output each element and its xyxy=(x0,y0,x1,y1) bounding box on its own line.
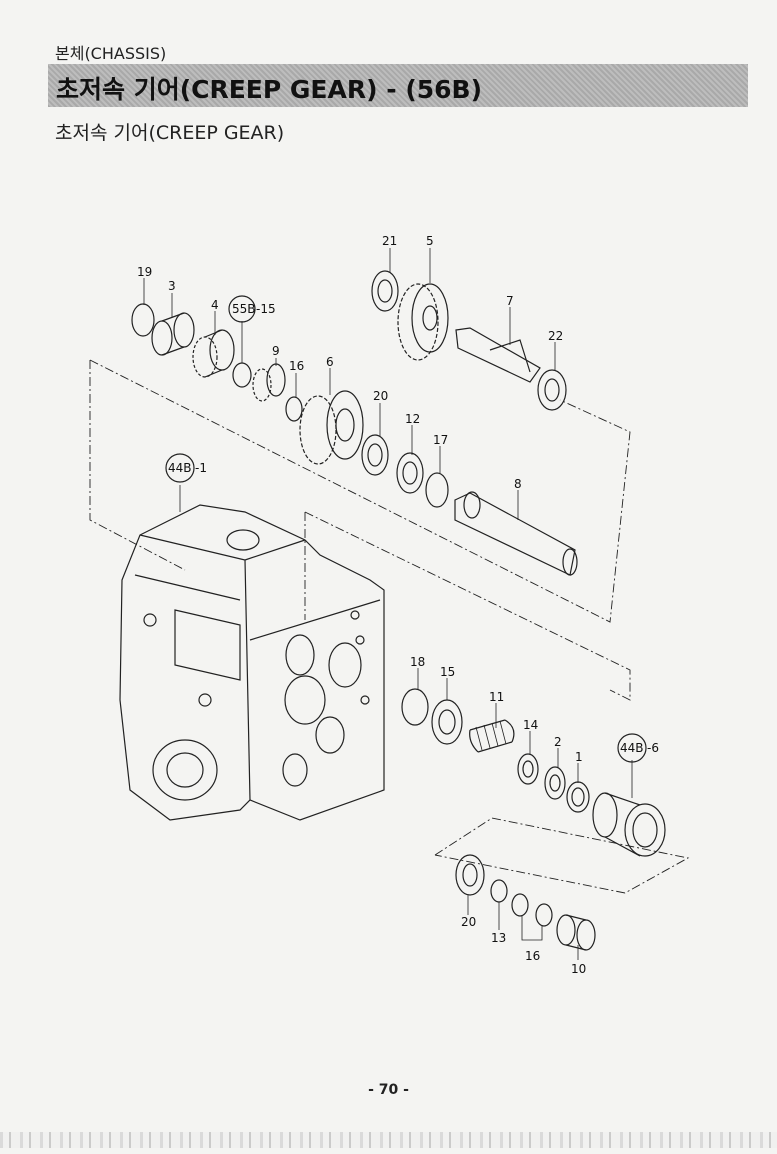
scan-artifact-strip xyxy=(0,1132,777,1148)
washer-55b-15 xyxy=(232,362,252,388)
callout-14: 14 xyxy=(523,718,538,732)
callout-44b-6-circle: 44B xyxy=(620,741,644,755)
snap-ring-16-lower-a xyxy=(511,893,529,917)
bearing-15 xyxy=(431,699,463,745)
callout-44b-6-suffix: -6 xyxy=(647,741,659,755)
page-title: 초저속 기어(CREEP GEAR) - (56B) xyxy=(56,75,483,104)
callout-44b-1-suffix: -1 xyxy=(195,461,207,475)
snap-ring-19 xyxy=(131,303,155,337)
gear-6 xyxy=(299,390,364,465)
bearing-21 xyxy=(371,270,399,312)
ref-55b-circle xyxy=(228,295,256,323)
callout-11: 11 xyxy=(489,690,504,704)
bearing-22 xyxy=(537,369,567,411)
plate-2 xyxy=(544,766,566,800)
callout-4: 4 xyxy=(211,298,219,312)
snap-ring-18 xyxy=(401,688,429,726)
callout-12: 12 xyxy=(405,412,420,426)
callout-13: 13 xyxy=(491,931,506,945)
assembly-guide-lines xyxy=(89,359,690,894)
bearing-20-upper xyxy=(361,434,389,476)
callout-17: 17 xyxy=(433,433,448,447)
snap-ring-16-lower-b xyxy=(535,903,553,927)
leader-lines xyxy=(143,248,633,960)
callout-44b-1-circle: 44B xyxy=(168,461,192,475)
washer-14 xyxy=(517,753,539,785)
ref-44b-1-circle xyxy=(165,453,195,483)
gear-5 xyxy=(397,283,449,361)
section-label: 본체(CHASSIS) xyxy=(55,44,167,63)
callout-5: 5 xyxy=(426,234,434,248)
shaft-7 xyxy=(455,327,541,383)
callout-21: 21 xyxy=(382,234,397,248)
shaft-8 xyxy=(454,491,578,576)
snap-ring-16-upper xyxy=(285,396,303,422)
gear-4 xyxy=(192,329,235,378)
bushing-10 xyxy=(556,914,596,951)
bearing-12 xyxy=(396,452,424,494)
callout-1: 1 xyxy=(575,750,583,764)
callout-16-lower: 16 xyxy=(525,949,540,963)
callout-6: 6 xyxy=(326,355,334,369)
callout-20-lower: 20 xyxy=(461,915,476,929)
title-banner: 초저속 기어(CREEP GEAR) - (56B) xyxy=(48,64,748,107)
snap-ring-17 xyxy=(425,472,449,508)
callout-10: 10 xyxy=(571,962,586,976)
bearing-20-lower xyxy=(455,854,485,896)
ref-44b-6-circle xyxy=(617,733,647,763)
callout-7: 7 xyxy=(506,294,514,308)
callout-2: 2 xyxy=(554,735,562,749)
needle-bearing-3 xyxy=(151,312,195,356)
callout-3: 3 xyxy=(168,279,176,293)
snap-ring-13 xyxy=(490,879,508,903)
spring-11 xyxy=(469,719,515,753)
washer-1 xyxy=(566,781,590,813)
gear-9 xyxy=(252,363,286,402)
page-number: - 70 - xyxy=(368,1082,409,1098)
callout-55b-circle: 55B xyxy=(232,302,256,316)
diagram-subtitle: 초저속 기어(CREEP GEAR) xyxy=(55,122,285,144)
callout-15: 15 xyxy=(440,665,455,679)
callout-9: 9 xyxy=(272,344,280,358)
transmission-housing-44b-1 xyxy=(119,504,385,821)
callout-22: 22 xyxy=(548,329,563,343)
callout-18: 18 xyxy=(410,655,425,669)
callout-20-upper: 20 xyxy=(373,389,388,403)
callout-55b-suffix: -15 xyxy=(256,302,276,316)
callout-8: 8 xyxy=(514,477,522,491)
hub-44b-6 xyxy=(592,792,666,857)
callout-19: 19 xyxy=(137,265,152,279)
callout-16-upper: 16 xyxy=(289,359,304,373)
